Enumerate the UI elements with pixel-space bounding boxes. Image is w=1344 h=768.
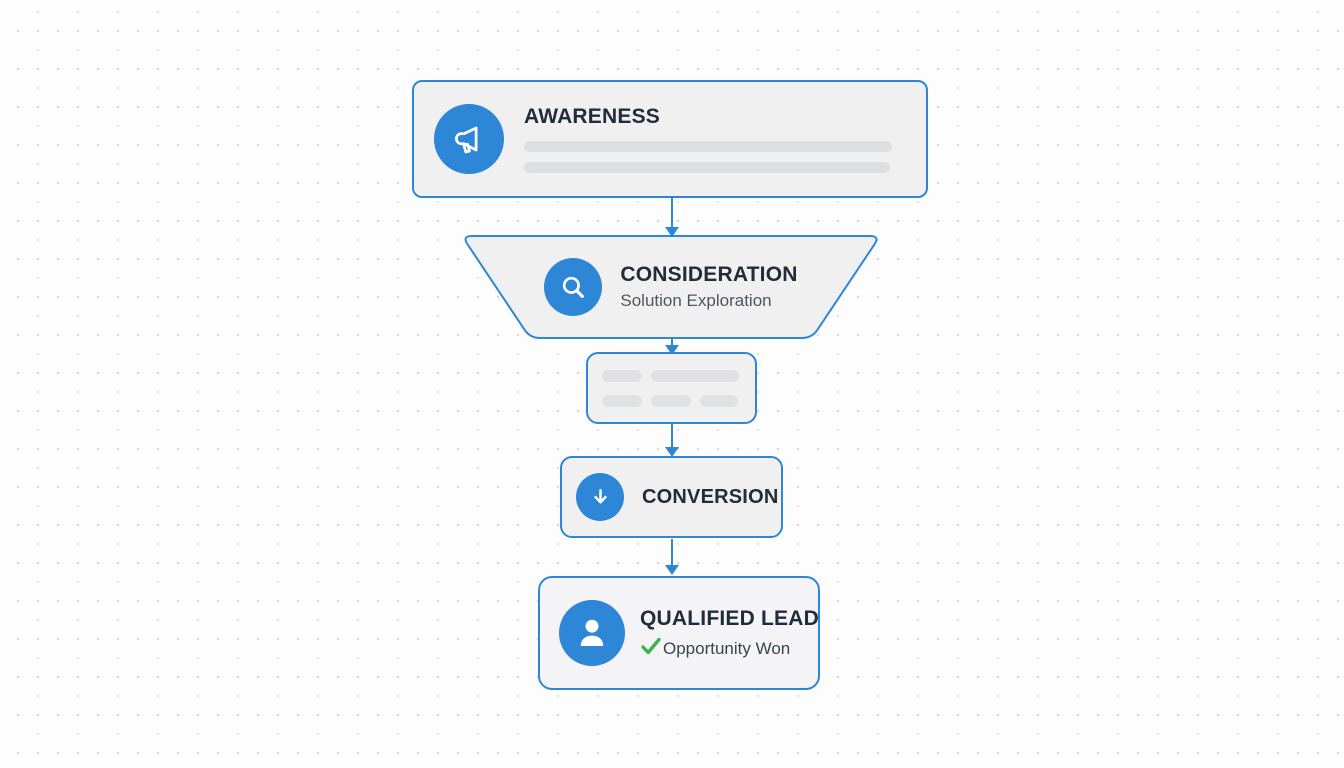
connector-consideration-details: [671, 338, 673, 346]
placeholder-pill: [602, 394, 642, 407]
search-icon: [544, 258, 603, 316]
stage-details-card[interactable]: [586, 352, 757, 424]
stage-consideration-subtitle: Solution Exploration: [620, 290, 772, 310]
stage-conversion-title: CONVERSION: [642, 485, 779, 508]
stage-conversion[interactable]: CONVERSION: [560, 456, 783, 538]
placeholder-row: [602, 369, 739, 382]
person-icon: [559, 600, 625, 666]
stage-qualified-lead-subtitle: Opportunity Won: [663, 638, 791, 658]
placeholder-pill: [651, 369, 739, 382]
stage-consideration[interactable]: CONSIDERATION Solution Exploration: [461, 235, 881, 339]
stage-qualified-lead[interactable]: QUALIFIED LEAD Opportunity Won: [538, 576, 820, 690]
placeholder-bar: [524, 162, 890, 174]
connector-details-conversion: [671, 424, 673, 448]
arrow-down-circle-icon: [576, 473, 624, 521]
arrowhead-icon: [665, 227, 679, 237]
connector-awareness-consideration: [671, 198, 673, 228]
placeholder-pill: [700, 394, 738, 407]
placeholder-bar: [524, 141, 892, 153]
megaphone-icon: [434, 104, 504, 174]
stage-awareness-title: AWARENESS: [524, 104, 660, 128]
arrowhead-icon: [665, 565, 679, 575]
arrowhead-icon: [665, 447, 679, 457]
arrowhead-icon: [665, 345, 679, 355]
stage-qualified-lead-title: QUALIFIED LEAD: [640, 606, 819, 630]
connector-conversion-qualified: [671, 539, 673, 566]
placeholder-row: [602, 394, 738, 407]
placeholder-pill: [602, 369, 642, 382]
placeholder-pill: [651, 394, 691, 407]
stage-awareness[interactable]: AWARENESS: [412, 80, 928, 198]
check-icon: [641, 637, 661, 655]
stage-consideration-title: CONSIDERATION: [620, 262, 798, 286]
